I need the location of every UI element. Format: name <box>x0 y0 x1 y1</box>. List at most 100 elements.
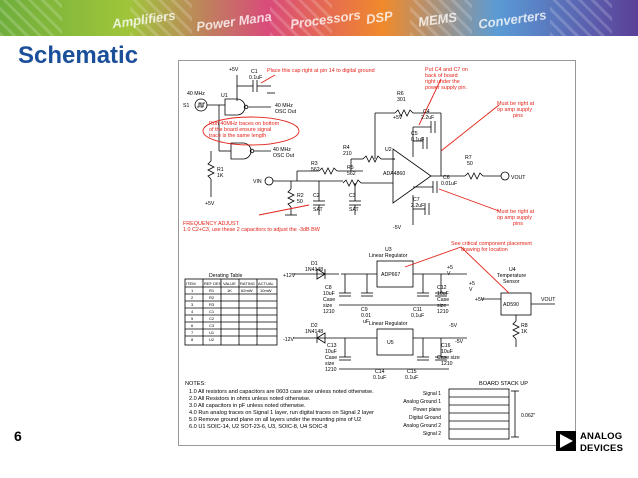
label: 10uF <box>437 291 449 297</box>
label: uF <box>363 319 369 325</box>
label: 0.1uF <box>405 375 418 381</box>
label: R7 <box>465 155 472 161</box>
derating-cell: 8 <box>191 337 194 342</box>
stackup-layer: Signal 2 <box>423 431 441 437</box>
label: size <box>323 303 332 309</box>
label: 1K <box>217 173 224 179</box>
label: Case <box>437 297 449 303</box>
annotation-pins-bot-line2: op amp supply <box>497 215 532 221</box>
label: R8 <box>521 323 528 329</box>
label: 40 MHz <box>187 91 205 97</box>
label: D2 <box>311 323 318 329</box>
annotation-trace-line2: of the board ensure signal <box>209 127 271 133</box>
schematic-drawing: Place this cap right at pin 14 to digita… <box>183 67 556 440</box>
logo-text-line2: DEVICES <box>580 443 624 454</box>
banner-tile <box>270 0 332 36</box>
label: C9 <box>361 307 368 313</box>
derating-cell: 4 <box>191 309 194 314</box>
derating-cell: 6 <box>191 323 194 328</box>
label: V <box>447 271 451 277</box>
label: R6 <box>397 91 404 97</box>
label: +5 <box>469 281 475 287</box>
label: +5V <box>393 115 403 121</box>
annotation-pins-bot-line1: Must be right at <box>497 209 535 215</box>
label: R4 <box>343 145 350 151</box>
label: 301 <box>397 97 406 103</box>
label: OSC Out <box>275 109 297 115</box>
label: 1N4148 <box>305 267 323 273</box>
derating-cell: 1K <box>227 288 232 293</box>
label: 1210 <box>441 361 453 367</box>
annotation-trace-line1: Run 40MHz traces on bottom <box>209 121 280 127</box>
label: 1N4148 <box>305 329 323 335</box>
annotation-pins-top-line2: op amp supply <box>497 107 532 113</box>
label: ADA4860 <box>383 171 405 177</box>
annotation-c4c7-line4: power supply pin. <box>425 85 467 91</box>
derating-header: RATING <box>240 281 255 286</box>
label: 1210 <box>325 367 337 373</box>
label: -5V <box>455 339 464 345</box>
annotation-c4c7-line2: back of board <box>425 73 458 79</box>
label: Case size <box>437 355 460 361</box>
derating-cell: 3 <box>191 302 194 307</box>
label: +5V <box>229 67 239 73</box>
label: 0.1uF <box>411 137 424 143</box>
label: C15 <box>407 369 417 375</box>
label: +5V <box>475 297 485 303</box>
label: Case <box>323 297 335 303</box>
banner-word: Power Mana <box>195 8 273 35</box>
annotation-freq-line1: FREQUENCY ADJUST <box>183 221 240 227</box>
derating-cell: C1 <box>209 309 215 314</box>
stackup-layer: Signal 1 <box>423 391 441 397</box>
label: R3 <box>311 161 318 167</box>
derating-header: VALUE <box>223 281 236 286</box>
derating-cell: 7 <box>191 330 194 335</box>
label: C3 <box>349 193 356 199</box>
label: C5 <box>411 131 418 137</box>
label: 10uF <box>325 349 337 355</box>
label: 0.1uF <box>411 313 424 319</box>
schematic-sheet: Place this cap right at pin 14 to digita… <box>178 60 576 446</box>
label: 50 <box>297 199 303 205</box>
label: -5V <box>449 323 458 329</box>
label: U3 <box>385 247 392 253</box>
label: 0.1uF <box>249 75 262 81</box>
label: VIN <box>253 179 262 185</box>
derating-cell: R1 <box>209 288 215 293</box>
label: OSC Out <box>273 153 295 159</box>
label: 210 <box>343 151 352 157</box>
label: size <box>325 361 334 367</box>
derating-cell: 10mW <box>260 288 272 293</box>
annotation-pin14: Place this cap right at pin 14 to digita… <box>267 68 375 74</box>
label: C4 <box>423 109 430 115</box>
slide-number: 6 <box>14 428 22 444</box>
annotation-trace-line3: trace is the same length <box>209 133 266 139</box>
label: C11 <box>413 307 422 313</box>
derating-cell: U1 <box>209 330 215 335</box>
label: C1 <box>251 69 258 75</box>
label: U2 <box>385 147 392 153</box>
label: R2 <box>297 193 304 199</box>
label: 10uF <box>323 291 335 297</box>
label: ADP667 <box>381 272 400 278</box>
label: +12V <box>283 273 296 279</box>
label: C14 <box>375 369 385 375</box>
label: 0.01 <box>361 313 371 319</box>
derating-cell: 5 <box>191 316 194 321</box>
logo-triangle-icon <box>560 434 573 448</box>
label: +5V <box>205 201 215 207</box>
annotation-c4c7-line1: Put C4 and C7 on <box>425 67 468 73</box>
label: SAT <box>349 207 360 213</box>
derating-header: REF DES <box>204 281 222 286</box>
derating-title: Derating Table <box>209 273 242 279</box>
note-line: 5.0 Remove ground plane on all layers un… <box>189 417 361 423</box>
banner-tile <box>410 0 472 36</box>
derating-cell: 2 <box>191 295 194 300</box>
derating-cell: C2 <box>209 316 215 321</box>
label: 2.2uF <box>421 115 434 121</box>
label: D1 <box>311 261 318 267</box>
label: VOUT <box>541 297 556 303</box>
stackup-layer: Power plane <box>413 407 441 413</box>
derating-cell: R3 <box>209 302 215 307</box>
label: -12V <box>283 337 294 343</box>
